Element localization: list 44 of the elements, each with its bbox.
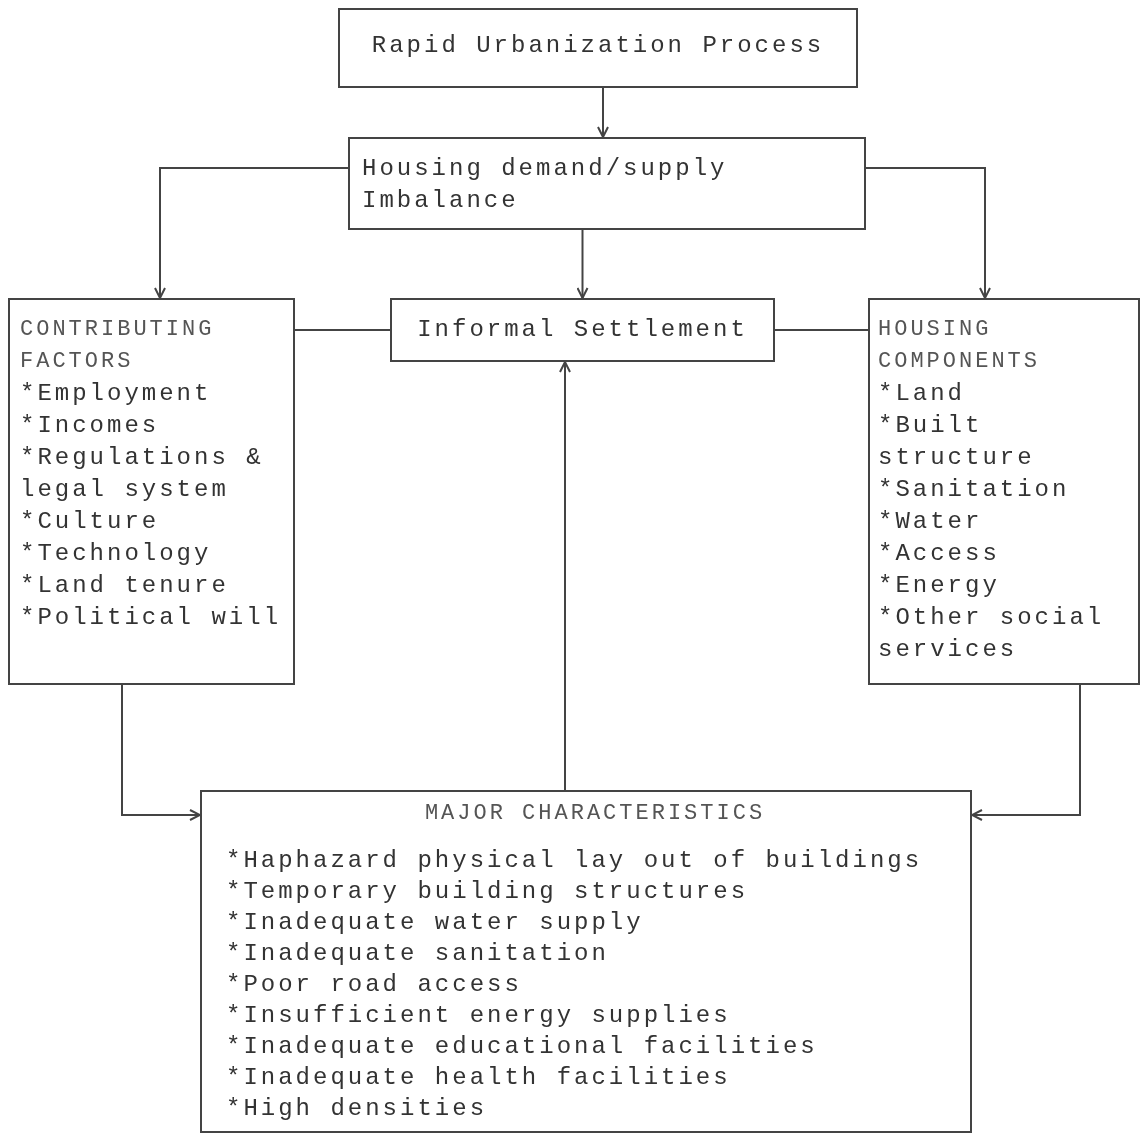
arrow [121,684,201,821]
box-label: Rapid Urbanization Process [370,31,826,61]
arrow [971,684,1081,821]
list-item: *Technology [20,539,213,569]
list-item: *Access [878,539,1001,569]
list-item: *High densities [226,1094,489,1124]
arrow [576,229,589,299]
box-heading: CONTRIBUTING FACTORS [20,316,216,376]
list-item: *Other social services [878,603,1106,665]
arrow [597,87,609,138]
list-item: *Built structure [878,411,1036,473]
text-box [8,298,295,685]
list-item: *Temporary building structures [226,877,750,907]
list-item: *Inadequate health facilities [226,1063,732,1093]
list-item: *Insufficient energy supplies [226,1001,732,1031]
list-item: *Regulations & legal system [20,443,265,505]
list-item: *Political will [20,603,283,633]
connector-line [774,329,869,331]
list-item: *Inadequate water supply [226,908,645,938]
text-box [390,298,775,362]
text-box [348,137,866,230]
box-label: Housing demand/supply Imbalance [362,154,729,216]
list-item: *Energy [878,571,1001,601]
box-heading: MAJOR CHARACTERISTICS [423,800,767,828]
list-item: *Haphazard physical lay out of buildings [226,846,924,876]
arrow [154,167,349,299]
list-item: *Land [878,379,966,409]
connector-line [294,329,391,331]
list-item: *Water [878,507,984,537]
list-item: *Land tenure [20,571,230,601]
arrow [559,361,571,791]
text-box [868,298,1140,685]
text-box [200,790,972,1133]
box-heading: HOUSING COMPONENTS [878,316,1042,376]
text-box [338,8,858,88]
list-item: *Poor road access [226,970,523,1000]
arrow [865,167,991,299]
list-item: *Employment [20,379,213,409]
list-item: *Inadequate educational facilities [226,1032,819,1062]
list-item: *Incomes [20,411,161,441]
list-item: *Culture [20,507,161,537]
list-item: *Sanitation [878,475,1071,505]
box-label: Informal Settlement [416,315,749,345]
list-item: *Inadequate sanitation [226,939,610,969]
